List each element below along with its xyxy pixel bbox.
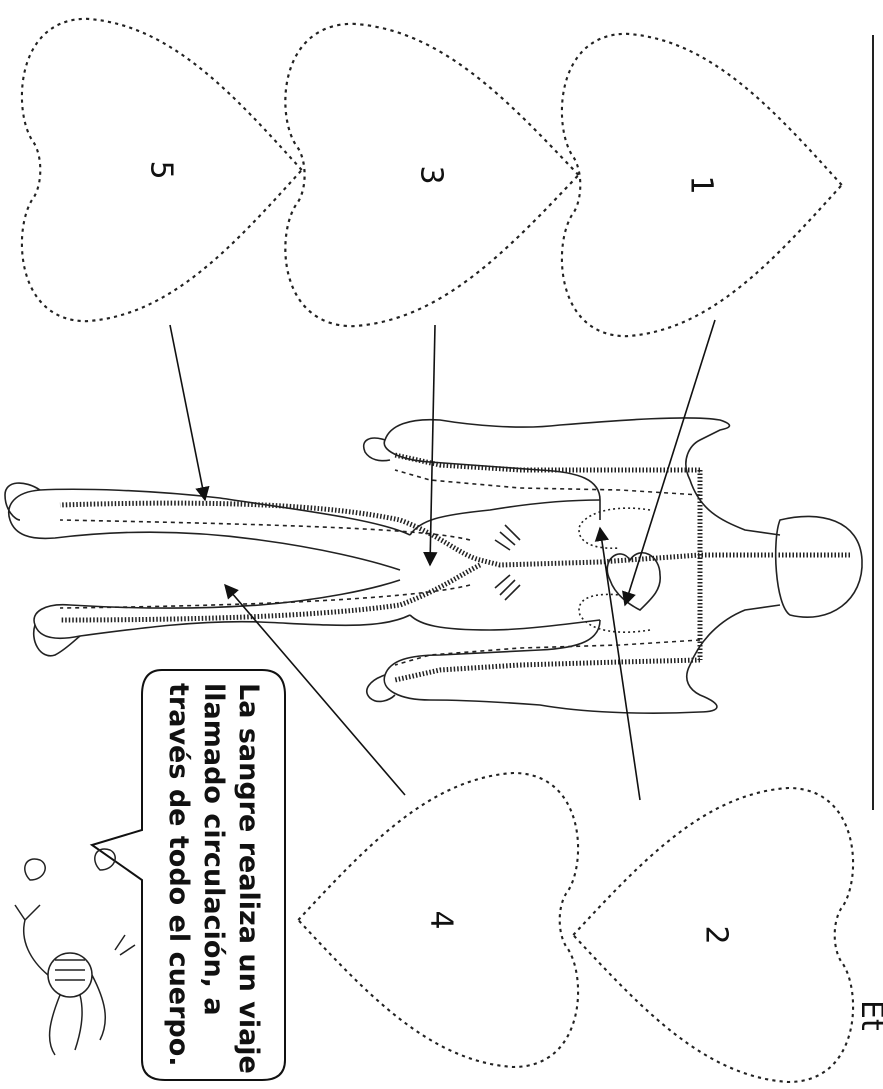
heart-5-number: 5 bbox=[144, 160, 179, 179]
svg-text:Et: Et bbox=[854, 1000, 883, 1031]
heart-5: 5 bbox=[22, 19, 302, 321]
circulatory-body-figure bbox=[5, 418, 862, 713]
heart-2: 2 bbox=[573, 788, 853, 1082]
heart-2-number: 2 bbox=[699, 925, 734, 944]
heart-4-number: 4 bbox=[424, 910, 459, 929]
heart-4: 4 bbox=[298, 773, 578, 1067]
heart-1-number: 1 bbox=[684, 175, 719, 194]
heart-3: 3 bbox=[285, 24, 578, 326]
speech-bubble: La sangre realiza un viaje llamado circu… bbox=[92, 670, 285, 1080]
head-outline bbox=[776, 516, 862, 617]
partial-title: Et bbox=[854, 1000, 883, 1031]
arrow-heart-3 bbox=[430, 325, 435, 565]
arrow-heart-2 bbox=[600, 528, 640, 800]
heart-3-number: 3 bbox=[414, 165, 449, 184]
speech-line-2: llamado circulación, a bbox=[198, 683, 229, 1016]
mascot-knight bbox=[15, 849, 135, 1055]
speech-line-3: través de todo el cuerpo. bbox=[163, 683, 194, 1067]
speech-line-1: La sangre realiza un viaje bbox=[233, 683, 264, 1074]
arrow-heart-5 bbox=[170, 325, 205, 500]
heart-1: 1 bbox=[562, 34, 842, 336]
